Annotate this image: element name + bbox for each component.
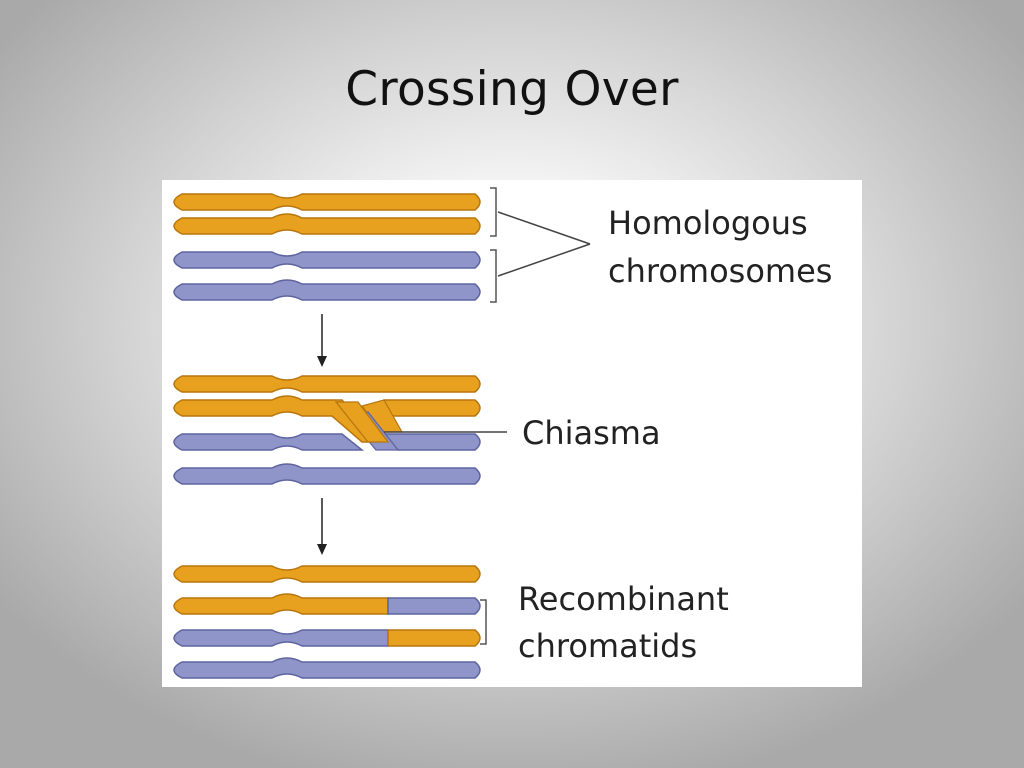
blue-chromosome-1 bbox=[173, 251, 481, 301]
bracket-recombinant bbox=[480, 599, 487, 645]
pointer-line-top bbox=[497, 211, 591, 245]
slide-title: Crossing Over bbox=[345, 62, 679, 117]
chromatid-recombinant-2-right bbox=[387, 629, 481, 647]
chromatid-orange-1b bbox=[173, 213, 481, 235]
bracket-orange bbox=[490, 187, 497, 237]
chromatid-blue-1a bbox=[173, 251, 481, 269]
chromatid-orange-3a bbox=[173, 565, 481, 583]
stage-chiasma: Chiasma bbox=[173, 375, 661, 485]
bracket-blue bbox=[490, 249, 497, 303]
chromatid-orange-2a bbox=[173, 375, 481, 393]
chromatid-recombinant-1-left bbox=[173, 593, 389, 615]
chromatid-recombinant-1-right bbox=[387, 597, 481, 615]
chromatid-orange-1a bbox=[173, 193, 481, 211]
chromatid-blue-2a-right bbox=[378, 433, 481, 451]
down-arrow-2 bbox=[317, 498, 327, 555]
label-homologous-2: chromosomes bbox=[608, 252, 832, 290]
chromatid-blue-2b bbox=[173, 463, 481, 485]
chromatid-orange-2b-left bbox=[173, 395, 382, 443]
chiasma-cross-orange bbox=[334, 401, 390, 443]
chromatid-recombinant-2-left bbox=[173, 629, 389, 647]
label-homologous-1: Homologous bbox=[608, 204, 808, 242]
stage-recombinant: Recombinant chromatids bbox=[173, 565, 729, 679]
label-chiasma: Chiasma bbox=[522, 414, 661, 452]
stage-homologous: Homologous chromosomes bbox=[173, 187, 832, 303]
label-recombinant-2: chromatids bbox=[518, 627, 697, 665]
chromatid-blue-1b bbox=[173, 279, 481, 301]
orange-chromosome-1 bbox=[173, 193, 481, 235]
label-recombinant-1: Recombinant bbox=[518, 580, 729, 618]
down-arrow-1 bbox=[317, 314, 327, 367]
pointer-line-bottom bbox=[497, 243, 591, 277]
chromatid-orange-2b-right bbox=[374, 399, 481, 417]
chromatid-blue-3b bbox=[173, 657, 481, 679]
crossing-over-figure: Homologous chromosomes Chiasma bbox=[162, 180, 862, 687]
chromatid-blue-2a bbox=[173, 433, 365, 451]
